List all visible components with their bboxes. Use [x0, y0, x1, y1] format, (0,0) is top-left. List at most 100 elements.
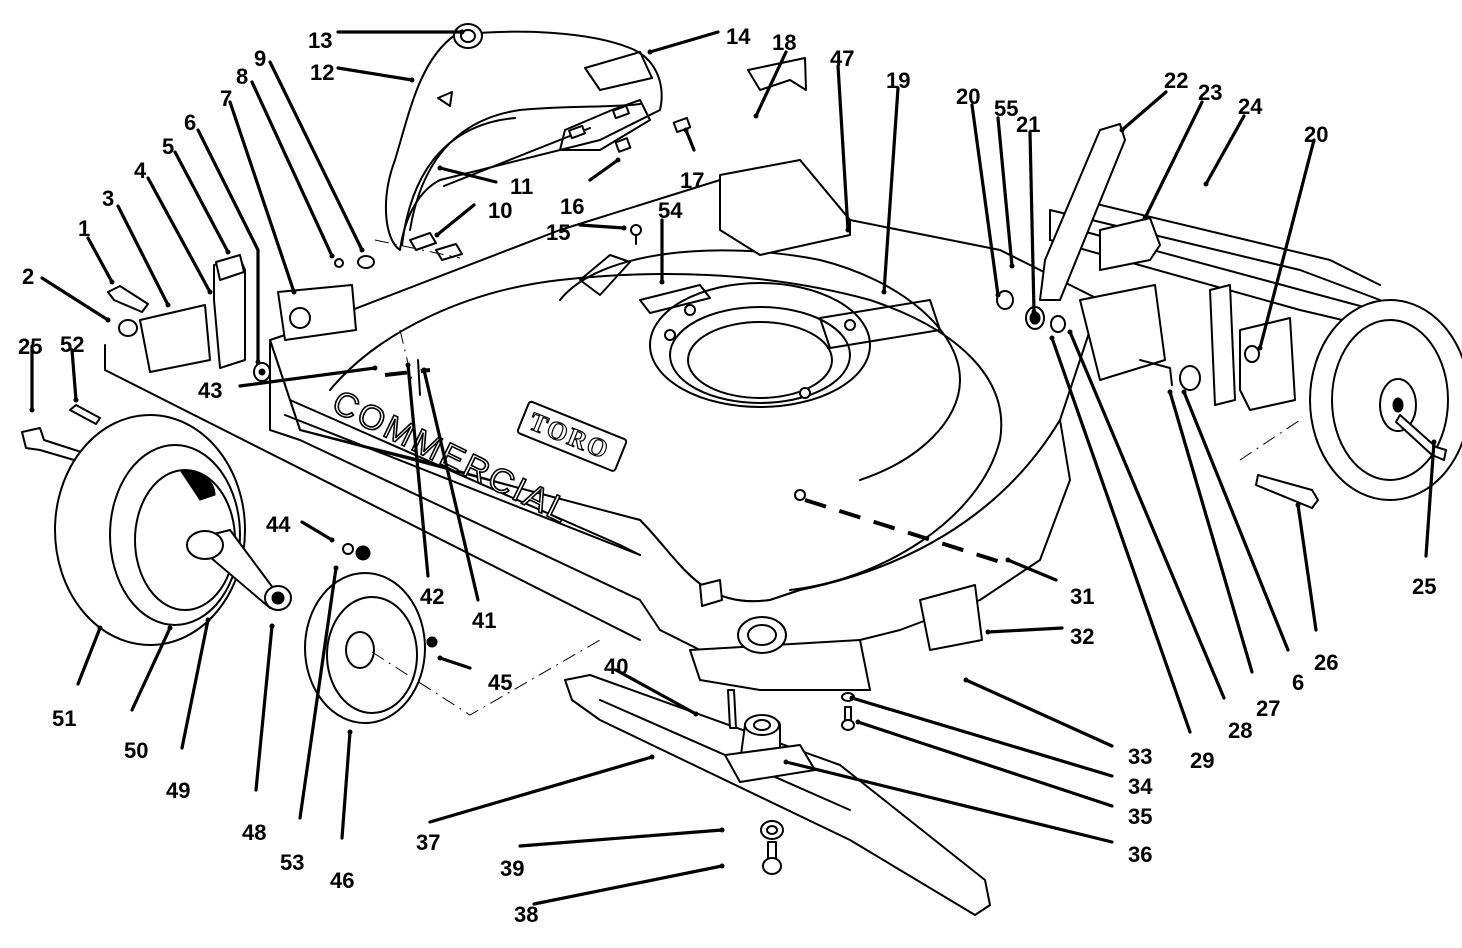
- callout-label-39: 39: [500, 856, 524, 881]
- leader-dot-42: [405, 362, 411, 368]
- leader-dot-40: [693, 711, 699, 717]
- leader-dot-20: [1257, 345, 1263, 351]
- callout-label-3: 3: [102, 186, 114, 211]
- callout-label-2: 2: [22, 264, 34, 289]
- callout-label-50: 50: [124, 738, 148, 763]
- callout-label-1: 1: [78, 216, 90, 241]
- leader-line-10: [435, 203, 476, 237]
- leader-dot-43: [372, 365, 378, 371]
- leader-dot-15: [621, 225, 627, 231]
- leader-line-31: [1006, 558, 1058, 582]
- screw-8: [334, 258, 344, 268]
- leader-dot-1: [109, 279, 115, 285]
- leader-dot-46: [347, 729, 353, 735]
- leader-dot-22: [1119, 127, 1125, 133]
- pivot-plate: [1079, 284, 1166, 381]
- leader-dot-33: [963, 677, 969, 683]
- callout-label-22: 22: [1164, 68, 1188, 93]
- leader-line-37: [428, 755, 654, 824]
- callout-label-27: 27: [1256, 696, 1280, 721]
- rear-wheel: [1239, 299, 1462, 509]
- leader-dot-55: [1009, 263, 1015, 269]
- callout-label-45: 45: [488, 670, 512, 695]
- leader-dot-27: [1167, 389, 1173, 395]
- pin-52: [69, 404, 101, 425]
- callout-label-33: 33: [1128, 744, 1152, 769]
- nut-20b: [1244, 345, 1260, 363]
- wheel-bracket: [1239, 317, 1296, 411]
- leader-line-53: [298, 566, 338, 820]
- leader-dot-47: [845, 227, 851, 233]
- decal-19: [819, 299, 941, 349]
- bracket-32: [919, 584, 983, 651]
- bearing-boss: [737, 616, 787, 654]
- leader-line-1: [86, 236, 114, 284]
- bolt-26: [1255, 474, 1319, 509]
- callout-label-42: 42: [420, 584, 444, 609]
- callout-label-12: 12: [310, 60, 334, 85]
- callout-label-8: 8: [236, 64, 248, 89]
- callout-leaders: [29, 29, 1437, 906]
- bolt-38: [762, 857, 782, 875]
- leader-dot-51: [97, 625, 103, 631]
- leader-dot-7: [291, 289, 297, 295]
- leader-line-27: [1168, 390, 1254, 674]
- callout-label-21: 21: [1016, 112, 1040, 137]
- right-hardware: [996, 290, 1260, 391]
- callout-label-29: 29: [1190, 748, 1214, 773]
- height-adjust-lever-22: [1039, 123, 1126, 301]
- leader-dot-6: [1181, 389, 1187, 395]
- callout-label-32: 32: [1070, 624, 1094, 649]
- leader-dot-5: [225, 249, 231, 255]
- leader-line-15: [578, 223, 626, 230]
- leader-line-12: [336, 66, 414, 82]
- callout-label-38: 38: [514, 902, 538, 927]
- clip-10: [409, 232, 437, 251]
- leader-line-24: [1204, 114, 1246, 186]
- callout-label-31: 31: [1070, 584, 1094, 609]
- spacer-6: [1179, 365, 1201, 391]
- callout-label-55: 55: [994, 96, 1018, 121]
- leader-dot-19: [881, 289, 887, 295]
- callout-label-47: 47: [830, 46, 854, 71]
- discharge-door: [385, 23, 692, 251]
- leader-dot-12: [409, 77, 415, 83]
- leader-line-6: [1182, 390, 1290, 652]
- callout-label-44: 44: [266, 512, 291, 537]
- leader-line-21: [1028, 130, 1036, 314]
- callout-label-10: 10: [488, 198, 512, 223]
- leader-dot-36: [783, 759, 789, 765]
- leader-line-48: [254, 624, 274, 792]
- leader-dot-25: [1431, 439, 1437, 445]
- callout-label-9: 9: [254, 46, 266, 71]
- hubcap-46: [304, 572, 426, 724]
- callout-label-48: 48: [242, 820, 266, 845]
- leader-dot-49: [205, 617, 211, 623]
- leader-line-7: [228, 100, 296, 294]
- callout-label-25: 25: [18, 334, 42, 359]
- leader-dot-16: [615, 157, 621, 163]
- rear-flap-assembly: [1039, 123, 1386, 411]
- leader-dot-25: [29, 407, 35, 413]
- leader-line-52: [70, 348, 78, 402]
- leader-line-8: [250, 80, 334, 258]
- leader-line-18: [754, 50, 788, 118]
- plate-7: [277, 284, 357, 341]
- leader-dot-2: [105, 317, 111, 323]
- leader-dot-21: [1031, 309, 1037, 315]
- blade-assembly: [564, 674, 991, 916]
- engine-mount-ring: [649, 282, 871, 408]
- callout-label-20: 20: [1304, 122, 1328, 147]
- callout-label-19: 19: [886, 68, 910, 93]
- leader-line-6: [196, 128, 260, 364]
- callout-label-41: 41: [472, 608, 496, 633]
- leader-dot-37: [649, 754, 655, 760]
- leader-dot-34: [849, 695, 855, 701]
- callout-label-40: 40: [604, 654, 628, 679]
- leader-line-17: [684, 128, 696, 152]
- leader-dot-31: [1005, 557, 1011, 563]
- leader-dot-11: [437, 165, 443, 171]
- leader-dot-50: [167, 625, 173, 631]
- leader-dot-17: [683, 127, 689, 133]
